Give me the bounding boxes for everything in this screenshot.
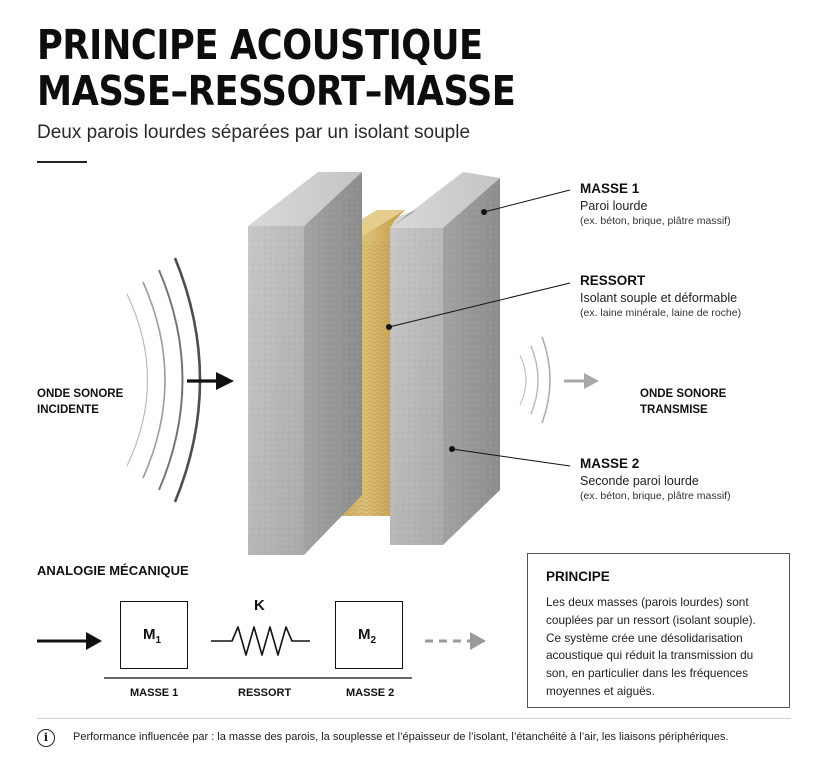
info-icon: i bbox=[37, 729, 55, 747]
title-underline bbox=[37, 161, 87, 163]
callout-dot-masse-2 bbox=[449, 446, 455, 452]
transmitted-wave-arcs bbox=[519, 336, 551, 424]
mass-2-symbol: M2 bbox=[358, 626, 377, 646]
title-line-1: PRINCIPE ACOUSTIQUE bbox=[37, 21, 483, 69]
principe-title: PRINCIPE bbox=[546, 569, 610, 584]
page-title: PRINCIPE ACOUSTIQUE MASSE–RESSORT–MASSE bbox=[37, 21, 516, 115]
analogy-spring bbox=[211, 626, 310, 656]
mass-1-symbol: M1 bbox=[143, 626, 162, 646]
caption-masse-1: MASSE 1 bbox=[130, 687, 179, 699]
caption-masse-2: MASSE 2 bbox=[346, 687, 395, 699]
caption-ressort: RESSORT bbox=[238, 687, 292, 699]
callout-dot-ressort bbox=[386, 324, 392, 330]
footer-divider bbox=[37, 718, 791, 719]
principe-body: Les deux masses (parois lourdes) sont co… bbox=[546, 595, 756, 698]
principe-panel: PRINCIPE Les deux masses (parois lourdes… bbox=[527, 553, 790, 708]
analogy-output-arrow bbox=[425, 632, 486, 650]
callout-leader-lines bbox=[388, 189, 571, 467]
analogy-title: ANALOGIE MÉCANIQUE bbox=[37, 563, 189, 578]
callout-masse-1: MASSE 1 Paroi lourde (ex. béton, brique,… bbox=[580, 181, 731, 227]
masse-1-wall bbox=[248, 172, 362, 555]
incident-arrow bbox=[187, 372, 234, 390]
page-subtitle: Deux parois lourdes séparées par un isol… bbox=[37, 122, 471, 143]
callout-masse-2: MASSE 2 Seconde paroi lourde (ex. béton,… bbox=[580, 456, 731, 502]
callout-dot-masse-1 bbox=[481, 209, 487, 215]
analogy-input-arrow bbox=[37, 632, 102, 650]
masse-2-wall bbox=[390, 172, 500, 545]
footer-note: Performance influencée par : la masse de… bbox=[73, 731, 729, 743]
mass-1-box: M1 bbox=[120, 601, 188, 669]
transmitted-arrow bbox=[564, 373, 599, 389]
spring-constant-label: K bbox=[254, 597, 265, 614]
title-line-2: MASSE–RESSORT–MASSE bbox=[37, 67, 516, 115]
mass-2-box: M2 bbox=[335, 601, 403, 669]
callout-ressort: RESSORT Isolant souple et déformable (ex… bbox=[580, 273, 742, 319]
